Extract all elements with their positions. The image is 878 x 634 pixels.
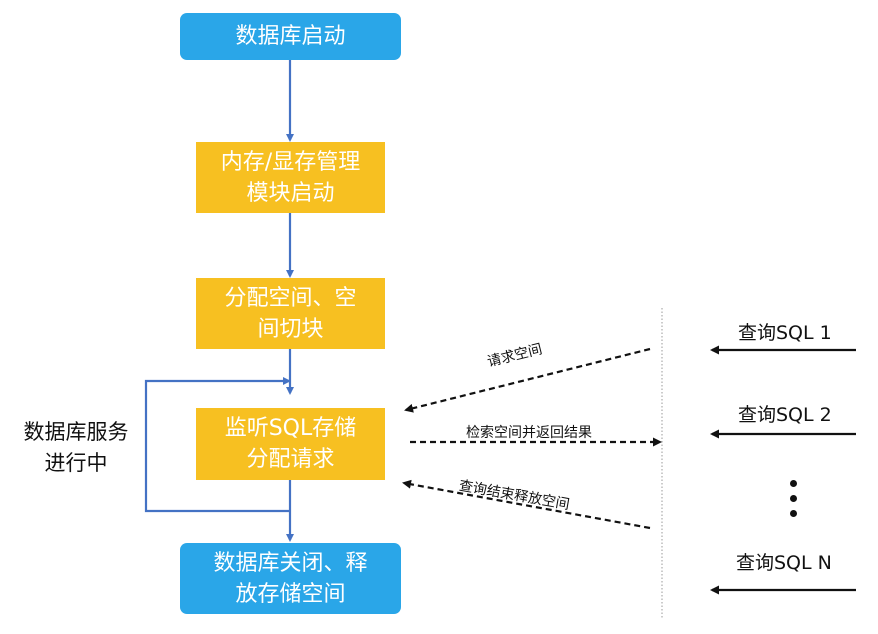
listen-node: 监听SQL存储 分配请求 [196,408,385,480]
ellipsis-dot [790,510,797,517]
loop-label-line2: 进行中 [44,451,108,475]
query-2-label: 查询SQL 2 [738,404,832,426]
end-node: 数据库关闭、释 放存储空间 [180,543,401,614]
start-node-label: 数据库启动 [235,24,346,49]
memory-mgmt-node: 内存/显存管理 模块启动 [196,142,385,213]
listen-line2: 分配请求 [246,447,335,472]
ellipsis-dot [790,480,797,487]
ellipsis-dot [790,495,797,502]
end-line2: 放存储空间 [235,581,346,607]
query-n-label: 查询SQL N [736,552,832,574]
listen-line1: 监听SQL存储 [224,416,357,441]
memory-mgmt-line1: 内存/显存管理 [220,149,361,175]
memory-mgmt-line2: 模块启动 [246,180,335,206]
query-1-label: 查询SQL 1 [738,322,832,344]
retrieve-space-label: 检索空间并返回结果 [466,425,592,441]
loop-label-line1: 数据库服务 [23,420,129,444]
allocate-line2: 间切块 [257,316,324,342]
allocate-line1: 分配空间、空 [224,285,357,311]
request-space-arrow [404,347,651,413]
allocate-node: 分配空间、空 间切块 [196,278,385,349]
start-node: 数据库启动 [180,13,401,60]
service-loop [144,377,291,513]
loop-label: 数据库服务 进行中 [12,417,140,479]
release-space-arrow [402,479,651,530]
end-line1: 数据库关闭、释 [213,550,368,576]
